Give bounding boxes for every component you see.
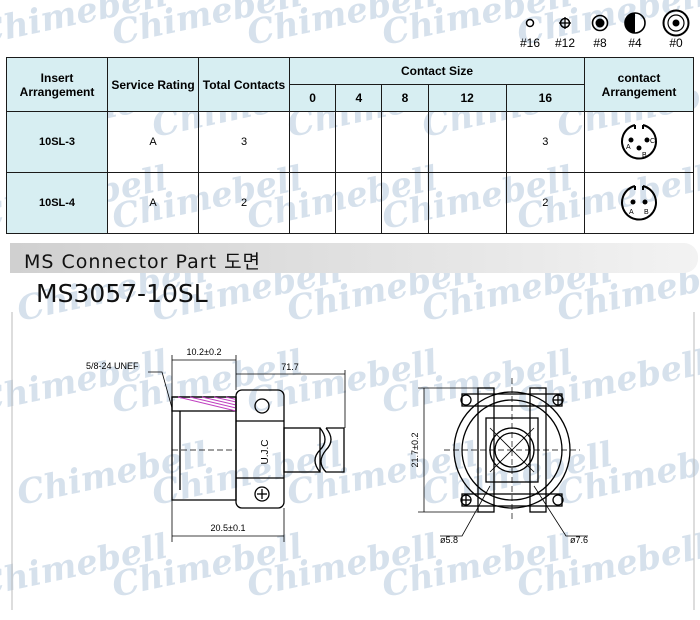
size-cell <box>335 172 383 234</box>
large-ring-icon <box>658 9 694 37</box>
spec-table: Insert Arrangement Service Rating Total … <box>6 57 694 234</box>
header-size-8: 8 <box>381 84 429 112</box>
legend-label: #16 <box>519 36 541 50</box>
pin-label: B <box>642 152 647 159</box>
drawing-svg: U.J.C 10.2±0.2 71.7 20.5±0.1 5/8-24 UNEF <box>11 312 695 610</box>
three-pin-arrangement-icon: A C B <box>621 123 657 159</box>
legend-label: #12 <box>554 36 576 50</box>
watermark-text: Chimebell <box>109 0 307 54</box>
header-insert: Insert Arrangement <box>6 57 108 112</box>
size-cell <box>288 111 337 173</box>
dim-d1: 10.2±0.2 <box>187 347 222 357</box>
pin-label: C <box>650 138 655 145</box>
section-header-bar <box>10 243 698 273</box>
legend-item-4: #4 <box>617 10 653 50</box>
size-cell <box>427 172 507 234</box>
section-title: MS Connector Part 도면 <box>24 251 262 273</box>
legend-label: #4 <box>628 36 642 50</box>
dim-d3: 20.5±0.1 <box>211 523 246 533</box>
half-filled-circle-icon <box>617 10 653 36</box>
ringed-dot-icon <box>582 10 618 36</box>
header-contact-size: Contact Size <box>289 57 585 85</box>
section-header: MS Connector Part 도면 <box>10 243 698 273</box>
dim-d2: 71.7 <box>281 362 299 372</box>
size-cell: 3 <box>505 111 586 173</box>
small-dot-icon <box>512 10 548 36</box>
header-contact-arrangement: contact Arrangement <box>584 57 694 112</box>
header-size-12: 12 <box>427 84 507 112</box>
total-cell: 3 <box>198 111 290 173</box>
legend-item-8: #8 <box>582 10 618 50</box>
size-cell <box>335 111 383 173</box>
table-row: 10SL-3 A 3 3 A C B <box>6 111 694 173</box>
arrangement-cell: A C B <box>584 111 694 173</box>
insert-cell: 10SL-3 <box>6 111 108 173</box>
part-number: MS3057-10SL <box>36 279 208 308</box>
header-service: Service Rating <box>107 57 199 112</box>
legend-label: #0 <box>669 36 683 50</box>
pin-label: A <box>629 209 634 216</box>
legend-item-0: #0 <box>658 9 694 50</box>
watermark-text: Chimebell <box>244 0 442 54</box>
service-cell: A <box>107 111 199 173</box>
two-pin-arrangement-icon: A B <box>621 184 657 220</box>
technical-drawing: U.J.C 10.2±0.2 71.7 20.5±0.1 5/8-24 UNEF <box>0 300 700 615</box>
dim-d5: ø5.8 <box>440 535 458 545</box>
contact-size-legend: #16 #12 #8 #4 #0 <box>512 9 700 54</box>
service-cell: A <box>107 172 199 234</box>
arrangement-cell: A B <box>584 172 694 234</box>
clamp-text: U.J.C <box>260 440 271 465</box>
table-row: 10SL-4 A 2 2 A B <box>6 172 694 234</box>
pin-label: A <box>626 144 631 151</box>
size-cell: 2 <box>505 172 586 234</box>
side-view <box>171 389 345 509</box>
crossed-circle-icon <box>547 10 583 36</box>
legend-item-16: #16 <box>512 10 548 50</box>
insert-cell: 10SL-4 <box>6 172 108 234</box>
legend-item-12: #12 <box>547 10 583 50</box>
legend-label: #8 <box>593 36 607 50</box>
total-cell: 2 <box>198 172 290 234</box>
size-cell <box>288 172 337 234</box>
dim-thread: 5/8-24 UNEF <box>86 361 139 371</box>
header-size-16: 16 <box>505 84 586 112</box>
pin-label: B <box>644 209 649 216</box>
dim-d6: ø7.6 <box>570 535 588 545</box>
header-size-4: 4 <box>335 84 383 112</box>
dim-d4: 21.7±0.2 <box>410 433 420 468</box>
size-cell <box>427 111 507 173</box>
header-size-0: 0 <box>288 84 337 112</box>
front-view <box>444 378 580 522</box>
size-cell <box>381 172 429 234</box>
size-cell <box>381 111 429 173</box>
watermark-text: Chimebell <box>0 0 171 54</box>
header-total: Total Contacts <box>198 57 290 112</box>
